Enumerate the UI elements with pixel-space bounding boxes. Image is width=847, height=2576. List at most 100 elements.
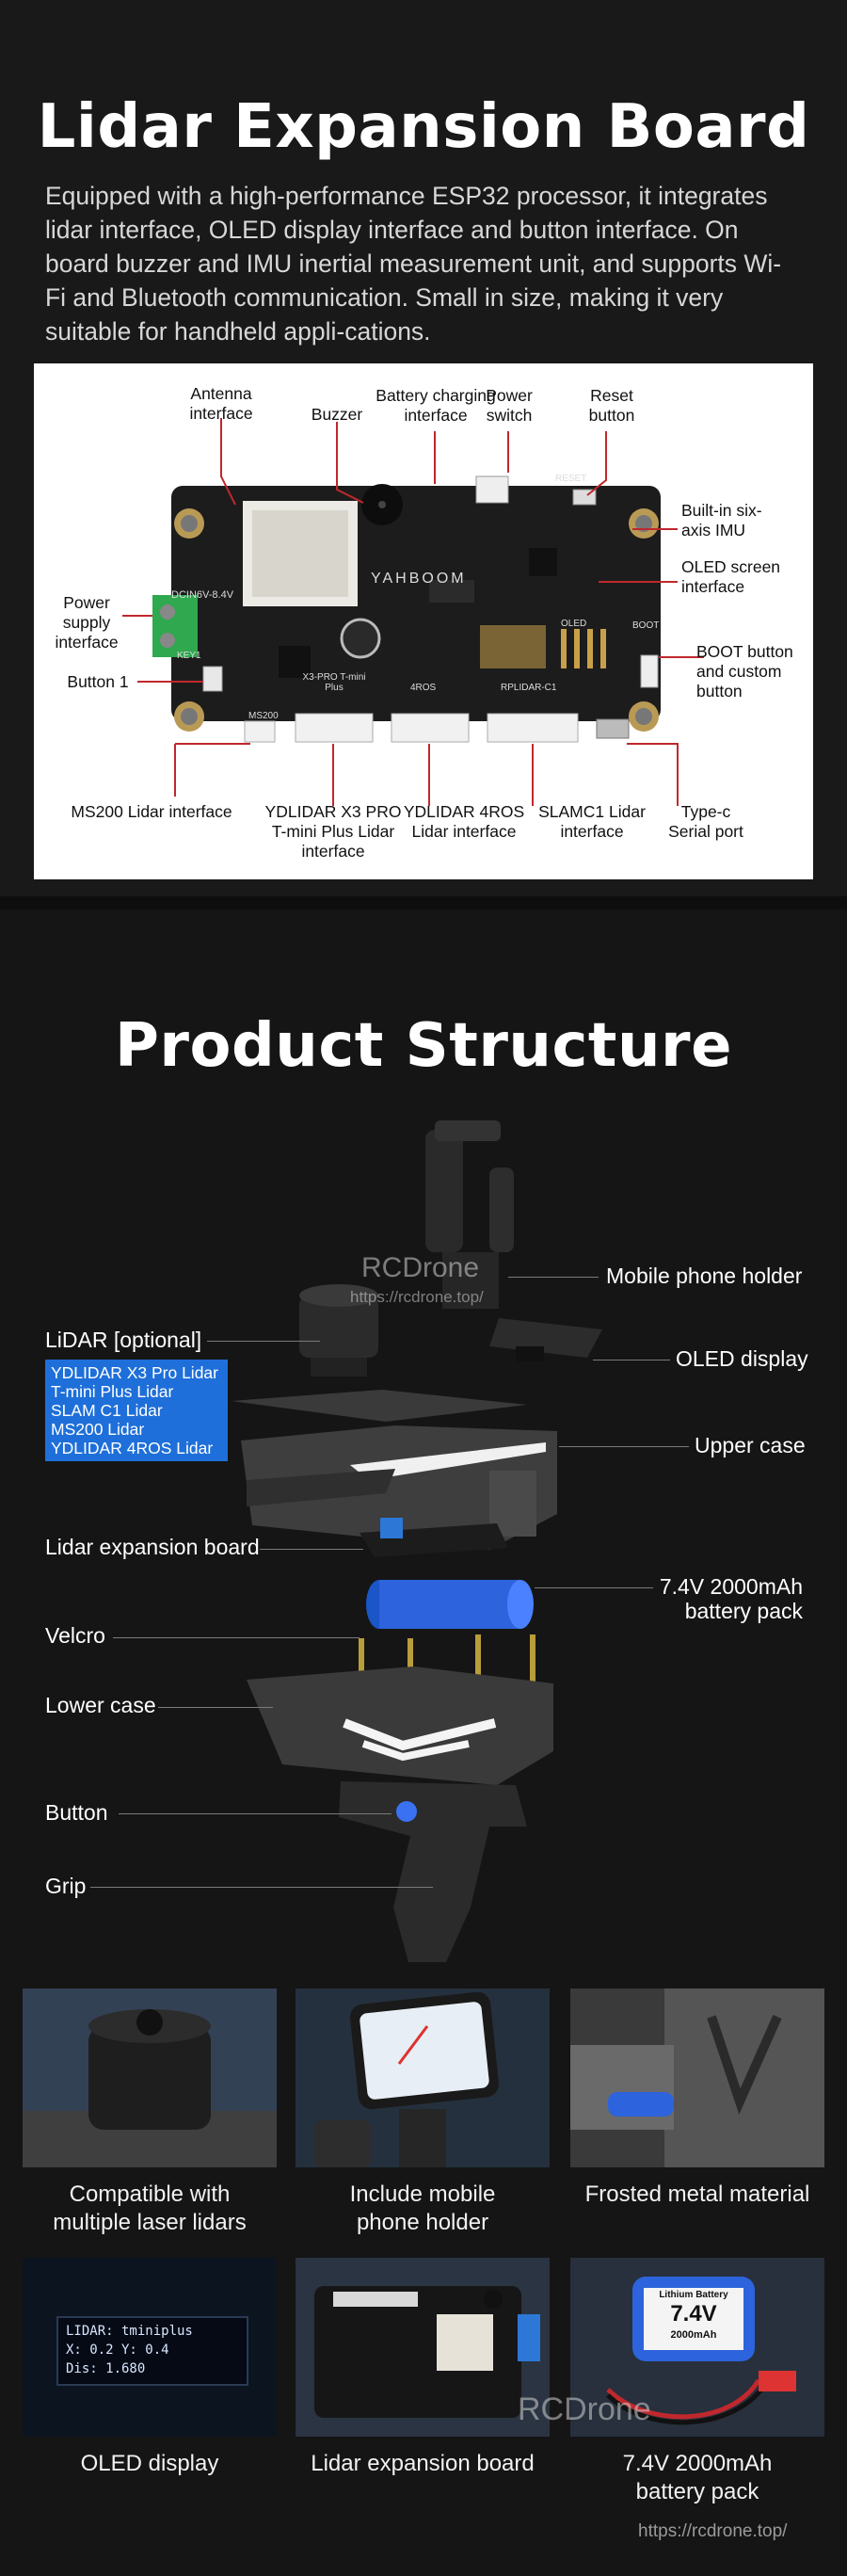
label-expansion-board: Lidar expansion board <box>45 1535 260 1559</box>
top-plate <box>232 1390 527 1422</box>
leader-line <box>119 1813 392 1814</box>
leader-line <box>113 1637 360 1638</box>
label-phone-holder: Mobile phone holder <box>606 1264 803 1288</box>
power-terminal-icon <box>152 595 198 657</box>
capacitor-icon <box>340 618 381 659</box>
label-oled-display: OLED display <box>676 1346 808 1371</box>
label-boot: BOOT button and custom button <box>696 642 793 700</box>
board-brand: YAHBOOM <box>371 571 467 587</box>
phone-holder-closeup-icon <box>314 1991 500 2167</box>
leader-line <box>559 1446 689 1447</box>
battery-voltage: 7.4V <box>670 2301 717 2326</box>
feature-image-lidar <box>23 1988 277 2167</box>
feature-image-oled: LIDAR: tminiplus X: 0.2 Y: 0.4 Dis: 1.68… <box>23 2258 277 2437</box>
feature-image-phone-holder <box>296 1988 550 2167</box>
board-illustration <box>122 418 704 806</box>
watermark-url: https://rcdrone.top/ <box>350 1288 484 1306</box>
upper-case-icon <box>241 1425 557 1550</box>
x3pro-connector-icon <box>295 713 374 743</box>
board-description: Equipped with a high-performance ESP32 p… <box>45 182 782 346</box>
label-grip: Grip <box>45 1874 87 1898</box>
exploded-view <box>232 1120 602 1962</box>
ms200-silkscreen: MS200 <box>248 711 279 721</box>
lidar-option: MS200 Lidar <box>51 1420 145 1439</box>
label-upper-case: Upper case <box>695 1433 806 1457</box>
phone-holder-icon <box>425 1120 514 1309</box>
leader-line <box>260 1549 363 1550</box>
board-diagram: YAHBOOM DCIN6V-8.4V X3-PRO T-mini Plus 4… <box>34 363 813 879</box>
rplidar-silkscreen: RPLIDAR-C1 <box>501 683 557 693</box>
label-slamc1: SLAMC1 Lidar interface <box>538 802 646 841</box>
label-buzzer: Buzzer <box>311 405 363 424</box>
4ros-connector-icon <box>391 713 470 743</box>
label-imu: Built-in six-axis IMU <box>681 501 762 539</box>
imu-chip-icon <box>529 548 557 576</box>
key1-silkscreen: KEY1 <box>177 651 201 661</box>
slamc1-connector-icon <box>487 713 579 743</box>
metal-case-closeup-icon <box>570 1988 824 2167</box>
lidar-option: SLAM C1 Lidar <box>51 1401 163 1420</box>
caption-battery-1: 7.4V 2000mAh <box>622 2451 773 2476</box>
footer-url: https://rcdrone.top/ <box>638 2521 788 2541</box>
lidar-options-list: YDLIDAR X3 Pro Lidar T-mini Plus Lidar S… <box>45 1360 228 1461</box>
feature-image-board <box>296 2258 550 2437</box>
caption-battery-2: battery pack <box>635 2479 759 2504</box>
label-power-supply: Power supply interface <box>55 593 119 652</box>
label-battery-line2: battery pack <box>684 1599 803 1623</box>
lidar-closeup-icon <box>23 2009 277 2167</box>
x3-silkscreen: X3-PRO T-mini Plus <box>302 672 366 693</box>
caption-lidars-1: Compatible with <box>69 2182 231 2207</box>
lidar-module-icon <box>299 1284 378 1377</box>
section-divider <box>0 896 847 910</box>
chip-icon <box>279 646 311 678</box>
label-4ros: YDLIDAR 4ROS Lidar interface <box>403 802 525 841</box>
label-button: Button <box>45 1800 108 1825</box>
leader-line <box>158 1707 273 1708</box>
lidar-option: YDLIDAR 4ROS Lidar <box>51 1439 214 1457</box>
leader-line <box>535 1587 653 1588</box>
boot-silkscreen: BOOT <box>632 620 660 631</box>
label-reset: Reset button <box>588 386 635 425</box>
label-lidar: LiDAR [optional] <box>45 1328 202 1352</box>
board-closeup-icon <box>314 2286 540 2418</box>
label-battery-charging: Battery charging interface <box>376 386 496 425</box>
oled-bracket-icon <box>489 1318 602 1361</box>
expansion-board-icon <box>360 1518 508 1557</box>
leader-line <box>508 1277 599 1278</box>
lower-case-icon <box>247 1666 553 1785</box>
battery-closeup-icon <box>606 2277 796 2425</box>
battery-brand: Lithium Battery <box>659 2290 728 2300</box>
reset-silkscreen: RESET <box>555 474 587 484</box>
label-typec: Type-c Serial port <box>668 802 743 841</box>
lidar-option: T-mini Plus Lidar <box>51 1382 174 1401</box>
battery-icon <box>366 1580 534 1629</box>
oled-line: Dis: 1.680 <box>66 2361 146 2376</box>
watermark: RCDrone <box>361 1252 480 1283</box>
label-ms200: MS200 Lidar interface <box>71 802 232 821</box>
caption-oled: OLED display <box>80 2451 219 2476</box>
oled-header-icon <box>561 629 606 668</box>
button1-icon <box>202 666 223 692</box>
caption-phone-2: phone holder <box>356 2210 489 2235</box>
oled-screen: LIDAR: tminiplus X: 0.2 Y: 0.4 Dis: 1.68… <box>56 2316 248 2386</box>
caption-metal: Frosted metal material <box>584 2182 810 2207</box>
feature-image-metal <box>570 1988 824 2167</box>
oled-line: X: 0.2 Y: 0.4 <box>66 2343 169 2358</box>
board-title: Lidar Expansion Board <box>37 92 810 162</box>
dc-silkscreen: DCIN6V-8.4V <box>171 589 234 601</box>
leader-line <box>207 1341 320 1342</box>
footer-watermark: RCDrone <box>518 2391 651 2427</box>
oled-silkscreen: OLED <box>561 619 587 629</box>
label-oled: OLED screen interface <box>681 557 781 596</box>
boot-button-icon <box>640 654 659 688</box>
lidar-option: YDLIDAR X3 Pro Lidar <box>51 1363 218 1382</box>
caption-phone-1: Include mobile <box>349 2182 496 2207</box>
caption-lidars-2: multiple laser lidars <box>53 2210 247 2235</box>
label-power-switch: Power switch <box>486 386 533 425</box>
switch-icon <box>475 475 509 504</box>
oled-line: LIDAR: tminiplus <box>66 2324 193 2339</box>
label-button1: Button 1 <box>67 672 129 691</box>
feature-image-battery: Lithium Battery 7.4V 2000mAh <box>570 2258 824 2437</box>
caption-board: Lidar expansion board <box>311 2451 535 2476</box>
battery-capacity: 2000mAh <box>670 2329 717 2341</box>
